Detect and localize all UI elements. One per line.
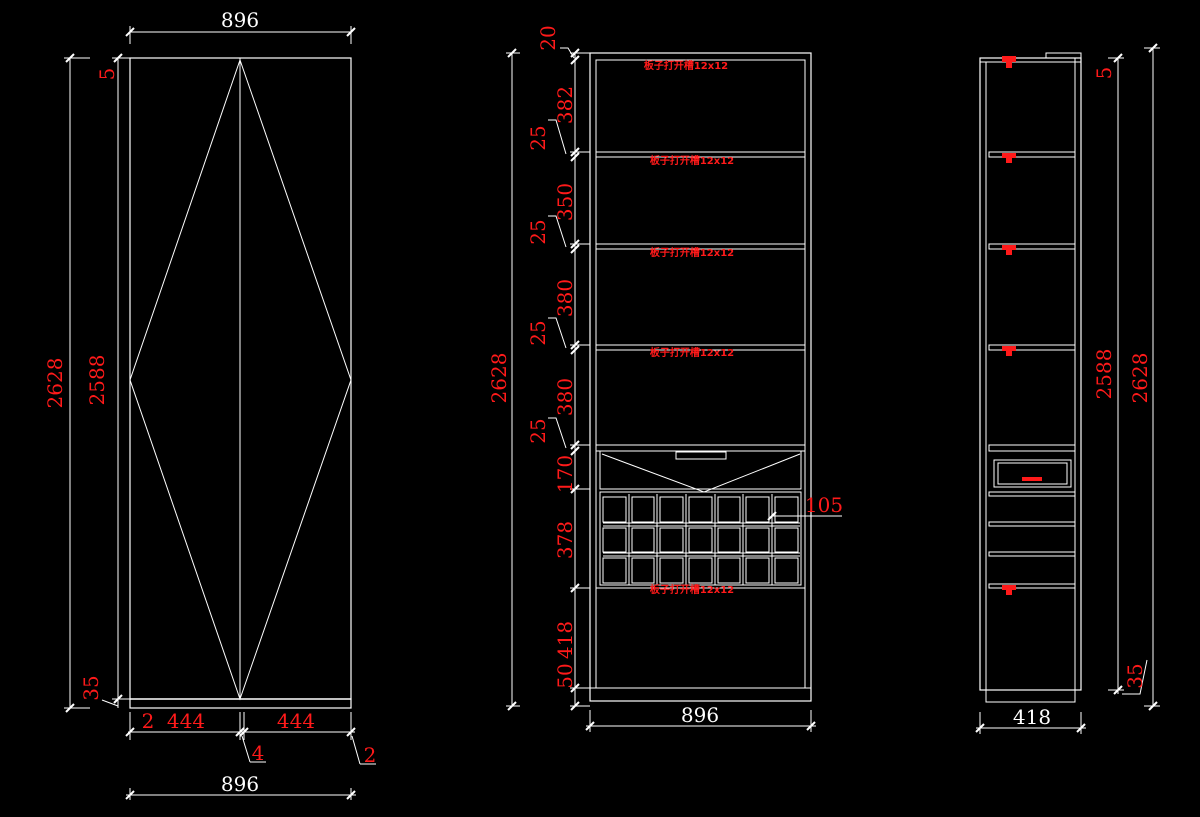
shelf-3 [595,344,806,351]
front-bottom-width: 896 [681,703,719,727]
shelf-note-1: 板子打开槽12x12 [644,59,728,72]
shelf-note-4: 板子打开槽12x12 [650,346,734,359]
slot-marker-1 [1002,56,1016,62]
front-shelf-thickness-3: 25 [526,320,550,345]
shelf-note-2: 板子打开槽12x12 [650,154,734,167]
front-height-382: 382 [553,86,577,124]
left-door-view: 896 2628 2588 5 35 2 444 444 4 [43,8,376,800]
side-shelf-4 [988,444,1076,452]
front-shelf-thickness-4: 25 [526,418,550,443]
front-total-height: 2628 [487,353,511,404]
shelf-note-5: 板子打开槽12x12 [650,583,734,596]
side-top-gap: 5 [1092,67,1116,80]
front-drawer [599,450,802,490]
left-total-height: 2628 [43,358,67,409]
shelf-4 [595,444,806,452]
front-interior-view: 板子打开槽12x12 板子打开槽12x12 板子打开槽12x12 板子打开槽12… [487,25,843,732]
side-shelf-1 [988,151,1076,158]
left-center-gap: 4 [252,741,265,765]
front-height-50: 50 [553,663,577,688]
slot-marker-3 [1002,245,1016,250]
shelf-note-3: 板子打开槽12x12 [650,246,734,259]
slot-marker-4 [1002,346,1016,351]
left-bottom-width: 896 [221,772,259,796]
left-top-gap: 5 [95,68,119,81]
front-height-380-b: 380 [553,378,577,416]
shelf-1 [595,151,806,158]
side-shelf-2 [988,243,1076,250]
left-door-height: 2588 [85,355,109,406]
side-plinth [985,689,1076,703]
front-height-170: 170 [553,455,577,493]
front-shelf-thickness-2: 25 [526,219,550,244]
front-cabinet-outline [589,52,812,702]
left-edge-gap: 2 [142,709,155,733]
drawer-handle [675,451,727,460]
left-panel-width: 444 [167,709,205,733]
front-height-350: 350 [553,183,577,221]
front-shelf-thickness-1: 25 [526,125,550,150]
side-base-height: 35 [1123,663,1147,688]
front-height-418: 418 [553,621,577,659]
shelf-2 [595,243,806,250]
right-panel-width: 444 [277,709,315,733]
left-base-plinth [129,698,352,709]
front-height-378: 378 [553,521,577,559]
left-top-width: 896 [221,8,259,32]
side-depth: 418 [1013,705,1051,729]
front-top-gap: 20 [536,25,560,50]
side-drawer [993,459,1072,488]
side-section-view: 2588 5 2628 35 418 [975,43,1160,734]
right-edge-gap: 2 [364,743,377,767]
front-height-380-a: 380 [553,279,577,317]
side-cabinet-outline [979,57,1082,691]
left-base-height: 35 [79,675,103,700]
wine-grid [599,491,802,586]
side-shelf-3 [988,344,1076,351]
drawer-v-pattern [601,453,801,493]
grid-cell-label: 105 [805,493,843,517]
side-inner-height: 2588 [1092,349,1116,400]
slot-marker-5 [1002,585,1016,590]
slot-marker-drawer [1022,477,1042,481]
slot-marker-2 [1002,153,1016,158]
side-total-height: 2628 [1128,353,1152,404]
